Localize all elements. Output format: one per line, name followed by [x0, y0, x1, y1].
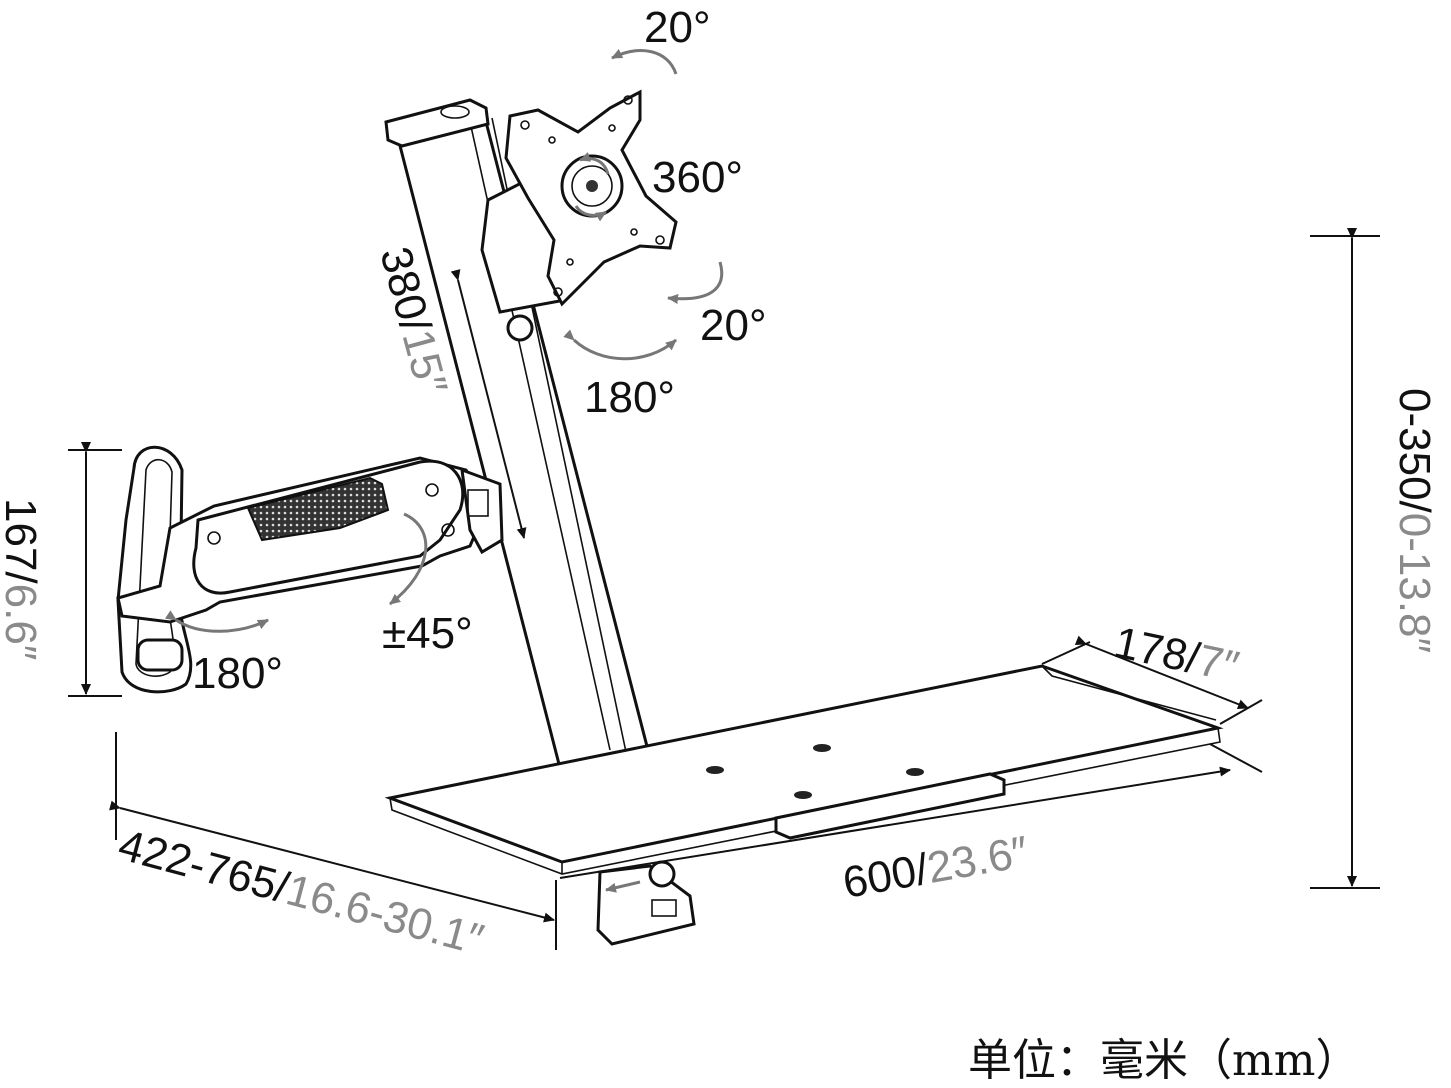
- reach-in: 16.6-30.1″: [281, 865, 488, 964]
- tray-depth-mm: 178/: [1110, 618, 1205, 684]
- lift-dimension: 0-350/0-13.8″: [1390, 388, 1439, 653]
- tilt-top-label: 20°: [644, 3, 711, 52]
- height-adjust-in: 15″: [393, 325, 457, 400]
- wall-plate: [116, 445, 193, 694]
- tray-width-in: 23.6″: [924, 827, 1032, 893]
- tray-width-mm: 600/: [839, 845, 933, 908]
- tilt-side-label: 20°: [700, 301, 767, 350]
- arm-height-mm: 167/: [0, 498, 45, 584]
- arm-height-dimension: 167/6.6″: [0, 498, 45, 660]
- arm-swivel-label: 180°: [192, 649, 283, 698]
- reach-mm: 422-765/: [113, 820, 294, 912]
- keyboard-tray: [384, 664, 1224, 946]
- tray-width-dimension: 600/23.6″: [839, 827, 1032, 908]
- rotation-arrows: [164, 49, 724, 893]
- reach-dimension: 422-765/16.6-30.1″: [113, 820, 488, 964]
- svg-text:422-765/16.6-30.1″: 422-765/16.6-30.1″: [113, 820, 488, 964]
- svg-text:600/23.6″: 600/23.6″: [839, 827, 1032, 908]
- unit-label: 单位：毫米（mm）: [968, 1035, 1360, 1086]
- svg-text:0-350/0-13.8″: 0-350/0-13.8″: [1390, 388, 1439, 653]
- arm-height-in: 6.6″: [0, 584, 45, 661]
- lift-in: 0-13.8″: [1390, 513, 1439, 653]
- lift-mm: 0-350/: [1390, 388, 1439, 514]
- rotate-label: 360°: [652, 153, 743, 202]
- tray-depth-in: 7″: [1194, 636, 1243, 692]
- svg-text:167/6.6″: 167/6.6″: [0, 498, 45, 660]
- swivel-head-label: 180°: [584, 373, 675, 422]
- arm-tilt-label: ±45°: [382, 609, 473, 658]
- dimension-lines: [68, 228, 1380, 950]
